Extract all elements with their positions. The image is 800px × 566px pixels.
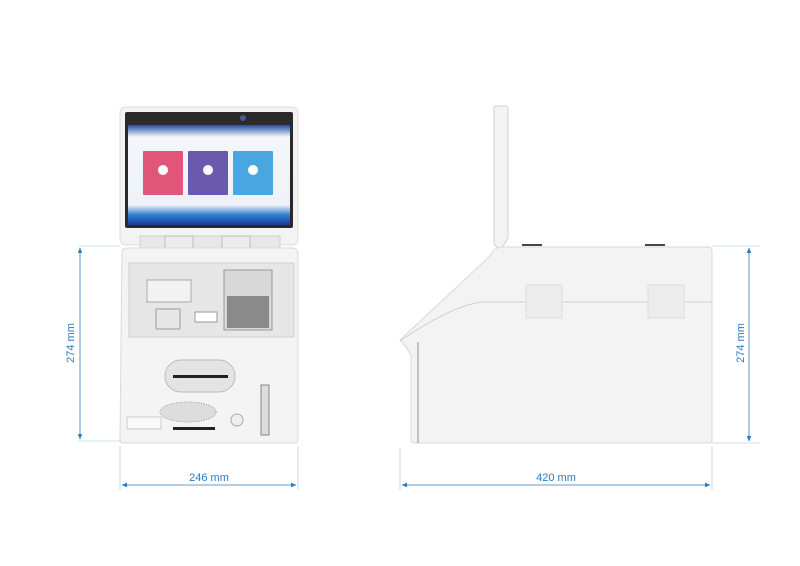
front-width-label: 246 mm [189,472,229,484]
side-depth-label: 420 mm [536,472,576,484]
screen-tiles [143,151,273,195]
front-view [119,106,299,444]
fingerprint-button [230,413,244,427]
nfc-reader [146,279,192,303]
card-icon [203,165,213,175]
vertical-slot [260,384,270,436]
side-body [399,246,713,444]
side-screen [493,105,509,252]
side-dimensions: 274 mm 420 mm [399,245,760,490]
label-plate [126,416,162,430]
card-slot [173,375,228,378]
side-hinge-right [647,284,685,319]
side-panel-edge [399,301,712,342]
card-icon [158,165,168,175]
speaker-grille [159,401,217,423]
slot-right [194,311,218,323]
side-height-label: 274 mm [735,323,747,363]
pin-pad [227,296,269,328]
receipt-slot [173,427,215,430]
camera-icon [240,115,246,121]
slot-left [155,308,181,330]
front-dimensions: 274 mm 246 mm [65,245,299,490]
side-view [399,105,713,444]
side-hinge-left [525,284,563,319]
card-icon [248,165,258,175]
front-height-label: 274 mm [65,323,77,363]
